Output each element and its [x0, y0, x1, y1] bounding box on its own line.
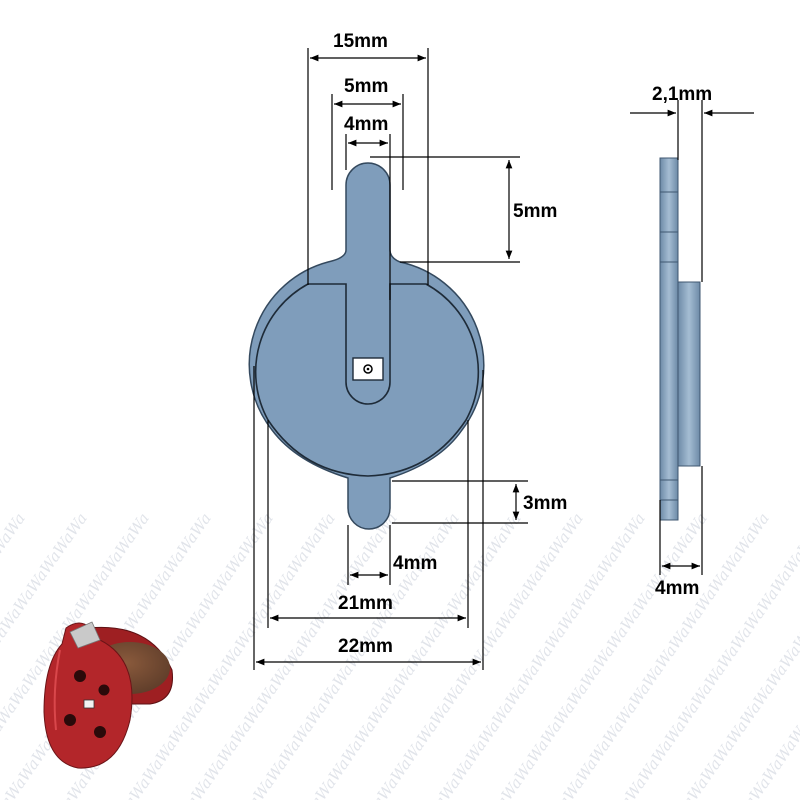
label-5mm-tab: 5mm: [344, 76, 388, 97]
side-pad: [677, 281, 701, 467]
product-photo: [43, 621, 174, 769]
label-2-1mm: 2,1mm: [652, 84, 712, 105]
friction-pad-outline: [254, 283, 480, 477]
dimension-lines: [253, 48, 754, 670]
backing-plate: [248, 162, 485, 530]
side-plate: [659, 157, 679, 521]
label-5mm-height: 5mm: [513, 201, 557, 222]
label-3mm: 3mm: [523, 493, 567, 514]
watermark-text: WaWaWaWaWaWaWaWaWaWaWaWaWaWaWaWa: [0, 510, 29, 800]
pin-hole-icon: [363, 364, 373, 374]
label-15mm: 15mm: [333, 31, 388, 52]
front-view: [248, 162, 485, 530]
side-view: [659, 157, 701, 521]
label-4mm-side: 4mm: [655, 578, 699, 599]
label-4mm-bottom: 4mm: [393, 553, 437, 574]
label-21mm: 21mm: [338, 593, 393, 614]
label-4mm-tab: 4mm: [344, 114, 388, 135]
label-22mm: 22mm: [338, 636, 393, 657]
